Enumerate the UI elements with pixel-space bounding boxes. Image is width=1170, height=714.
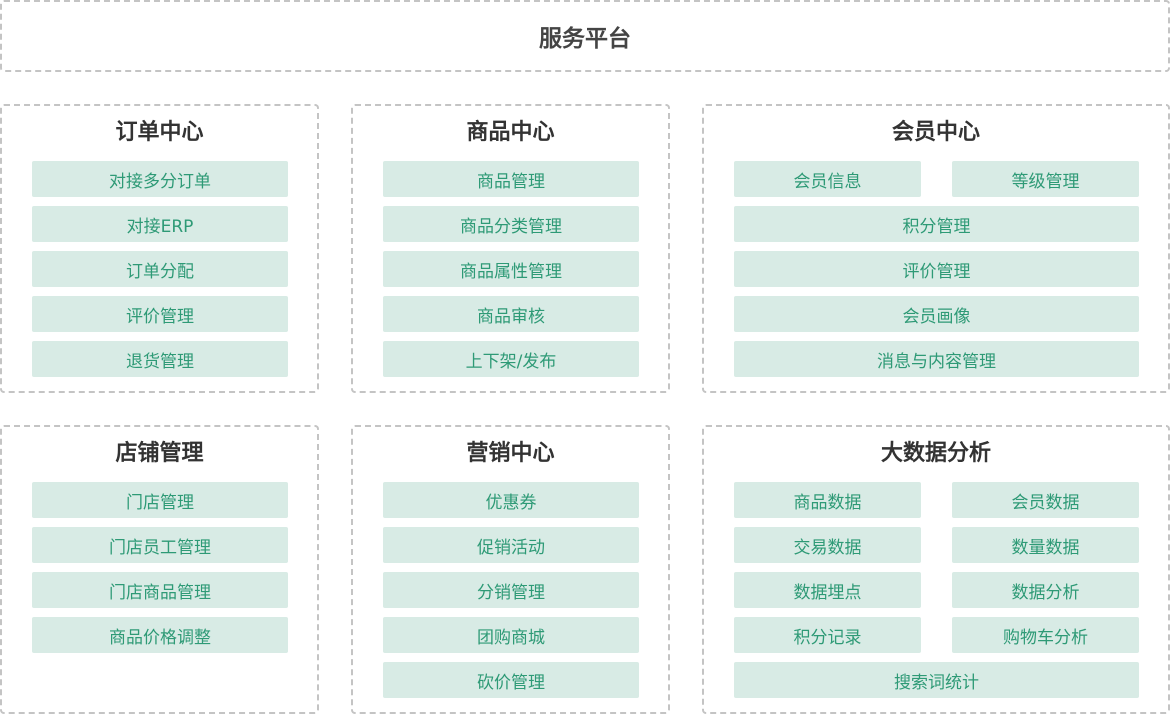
big-data-item[interactable]: 积分记录: [734, 617, 921, 653]
store-management-panel: 店铺管理 门店管理 门店员工管理 门店商品管理 商品价格调整: [0, 425, 319, 714]
member-center-item[interactable]: 会员信息: [734, 161, 921, 197]
member-center-item[interactable]: 消息与内容管理: [734, 341, 1139, 377]
store-management-item[interactable]: 门店商品管理: [32, 572, 288, 608]
marketing-center-item[interactable]: 促销活动: [383, 527, 639, 563]
member-center-item[interactable]: 等级管理: [952, 161, 1139, 197]
big-data-item[interactable]: 数据埋点: [734, 572, 921, 608]
store-management-item[interactable]: 门店管理: [32, 482, 288, 518]
big-data-item[interactable]: 购物车分析: [952, 617, 1139, 653]
order-center-item[interactable]: 对接ERP: [32, 206, 288, 242]
big-data-item[interactable]: 数量数据: [952, 527, 1139, 563]
member-center-title: 会员中心: [891, 120, 980, 145]
product-center-panel: 商品中心 商品管理 商品分类管理 商品属性管理 商品审核 上下架/发布: [351, 104, 670, 393]
member-center-panel: 会员中心 会员信息 等级管理 积分管理 评价管理 会员画像 消息与内容管理: [702, 104, 1170, 393]
order-center-item[interactable]: 对接多分订单: [32, 161, 288, 197]
product-center-item[interactable]: 商品属性管理: [383, 251, 639, 287]
product-center-item[interactable]: 上下架/发布: [383, 341, 639, 377]
big-data-item[interactable]: 数据分析: [952, 572, 1139, 608]
order-center-item[interactable]: 评价管理: [32, 296, 288, 332]
product-center-item[interactable]: 商品分类管理: [383, 206, 639, 242]
store-management-item[interactable]: 门店员工管理: [32, 527, 288, 563]
member-center-item[interactable]: 会员画像: [734, 296, 1139, 332]
product-center-item[interactable]: 商品管理: [383, 161, 639, 197]
service-platform-title: 服务平台: [539, 26, 631, 52]
marketing-center-item[interactable]: 分销管理: [383, 572, 639, 608]
big-data-item[interactable]: 商品数据: [734, 482, 921, 518]
order-center-panel: 订单中心 对接多分订单 对接ERP 订单分配 评价管理 退货管理: [0, 104, 319, 393]
big-data-item[interactable]: 交易数据: [734, 527, 921, 563]
marketing-center-title: 营销中心: [466, 441, 555, 466]
product-center-item[interactable]: 商品审核: [383, 296, 639, 332]
order-center-item[interactable]: 退货管理: [32, 341, 288, 377]
service-platform-box: 服务平台: [0, 0, 1170, 72]
order-center-title: 订单中心: [115, 120, 204, 145]
member-center-item[interactable]: 积分管理: [734, 206, 1139, 242]
product-center-title: 商品中心: [466, 120, 555, 145]
member-center-item[interactable]: 评价管理: [734, 251, 1139, 287]
marketing-center-item[interactable]: 团购商城: [383, 617, 639, 653]
marketing-center-item[interactable]: 砍价管理: [383, 662, 639, 698]
store-management-item[interactable]: 商品价格调整: [32, 617, 288, 653]
marketing-center-panel: 营销中心 优惠券 促销活动 分销管理 团购商城 砍价管理: [351, 425, 670, 714]
big-data-title: 大数据分析: [880, 441, 991, 466]
big-data-item[interactable]: 会员数据: [952, 482, 1139, 518]
order-center-item[interactable]: 订单分配: [32, 251, 288, 287]
big-data-item[interactable]: 搜索词统计: [734, 662, 1139, 698]
store-management-title: 店铺管理: [115, 441, 204, 466]
big-data-panel: 大数据分析 商品数据 会员数据 交易数据 数量数据 数据埋点 数据分析 积分记录…: [702, 425, 1170, 714]
marketing-center-item[interactable]: 优惠券: [383, 482, 639, 518]
